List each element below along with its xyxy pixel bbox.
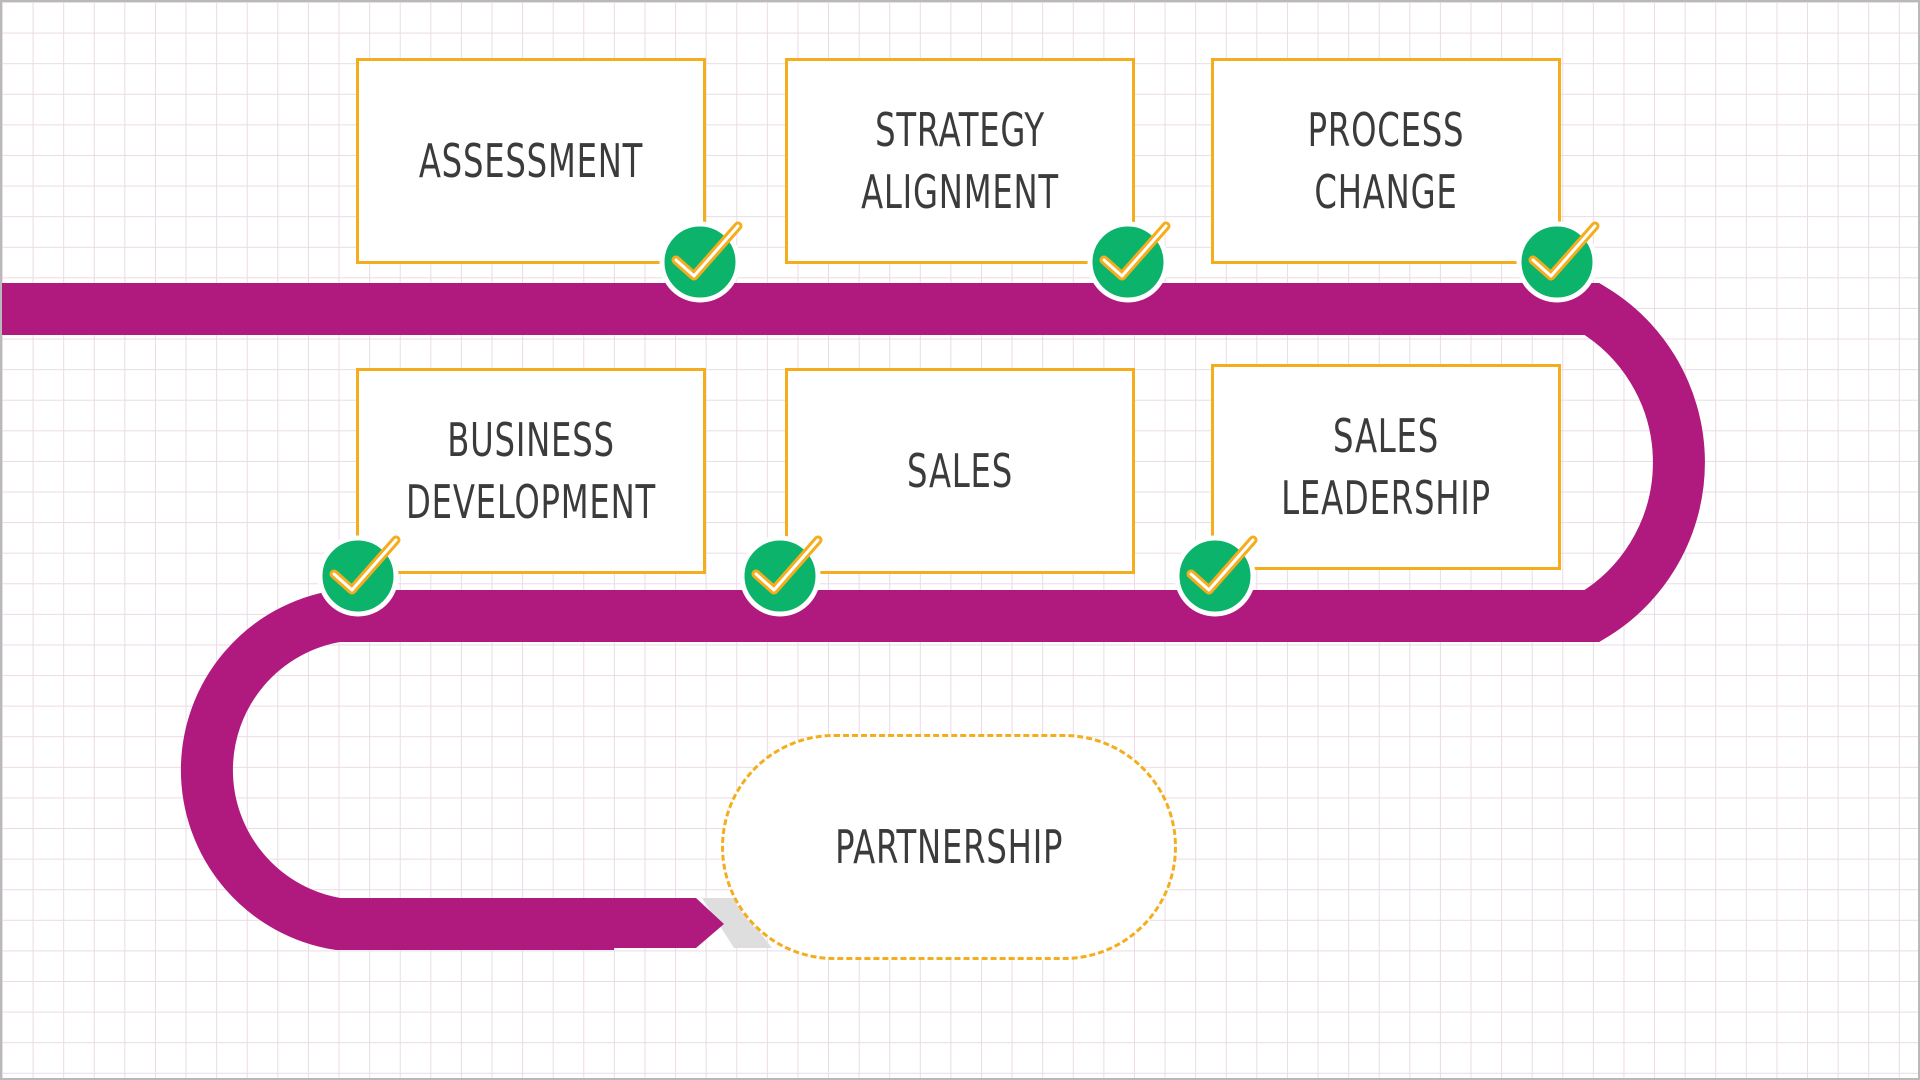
step-label: STRATEGY ALIGNMENT xyxy=(861,103,1059,219)
step-box-process-change: PROCESS CHANGE xyxy=(1211,58,1561,264)
step-box-business-development: BUSINESS DEVELOPMENT xyxy=(356,368,706,574)
arrow-shadow xyxy=(702,898,772,948)
step-box-strategy-alignment: STRATEGY ALIGNMENT xyxy=(785,58,1135,264)
check-circle-icon xyxy=(739,535,823,617)
goal-label: PARTNERSHIP xyxy=(834,820,1064,874)
step-box-assessment: ASSESSMENT xyxy=(356,58,706,264)
arrow-head xyxy=(612,898,724,948)
step-label: SALES LEADERSHIP xyxy=(1281,409,1491,525)
step-label: BUSINESS DEVELOPMENT xyxy=(406,413,656,529)
step-box-sales: SALES xyxy=(785,368,1135,574)
check-circle-icon xyxy=(1174,535,1258,617)
step-label: SALES xyxy=(906,444,1014,498)
check-circle-icon xyxy=(1087,221,1171,303)
step-label: ASSESSMENT xyxy=(418,134,644,188)
goal-partnership: PARTNERSHIP xyxy=(721,734,1177,960)
check-circle-icon xyxy=(659,221,743,303)
road-path xyxy=(2,283,1705,950)
check-circle-icon xyxy=(317,535,401,617)
check-circle-icon xyxy=(1516,221,1600,303)
step-label: PROCESS CHANGE xyxy=(1307,103,1465,219)
step-box-sales-leadership: SALES LEADERSHIP xyxy=(1211,364,1561,570)
